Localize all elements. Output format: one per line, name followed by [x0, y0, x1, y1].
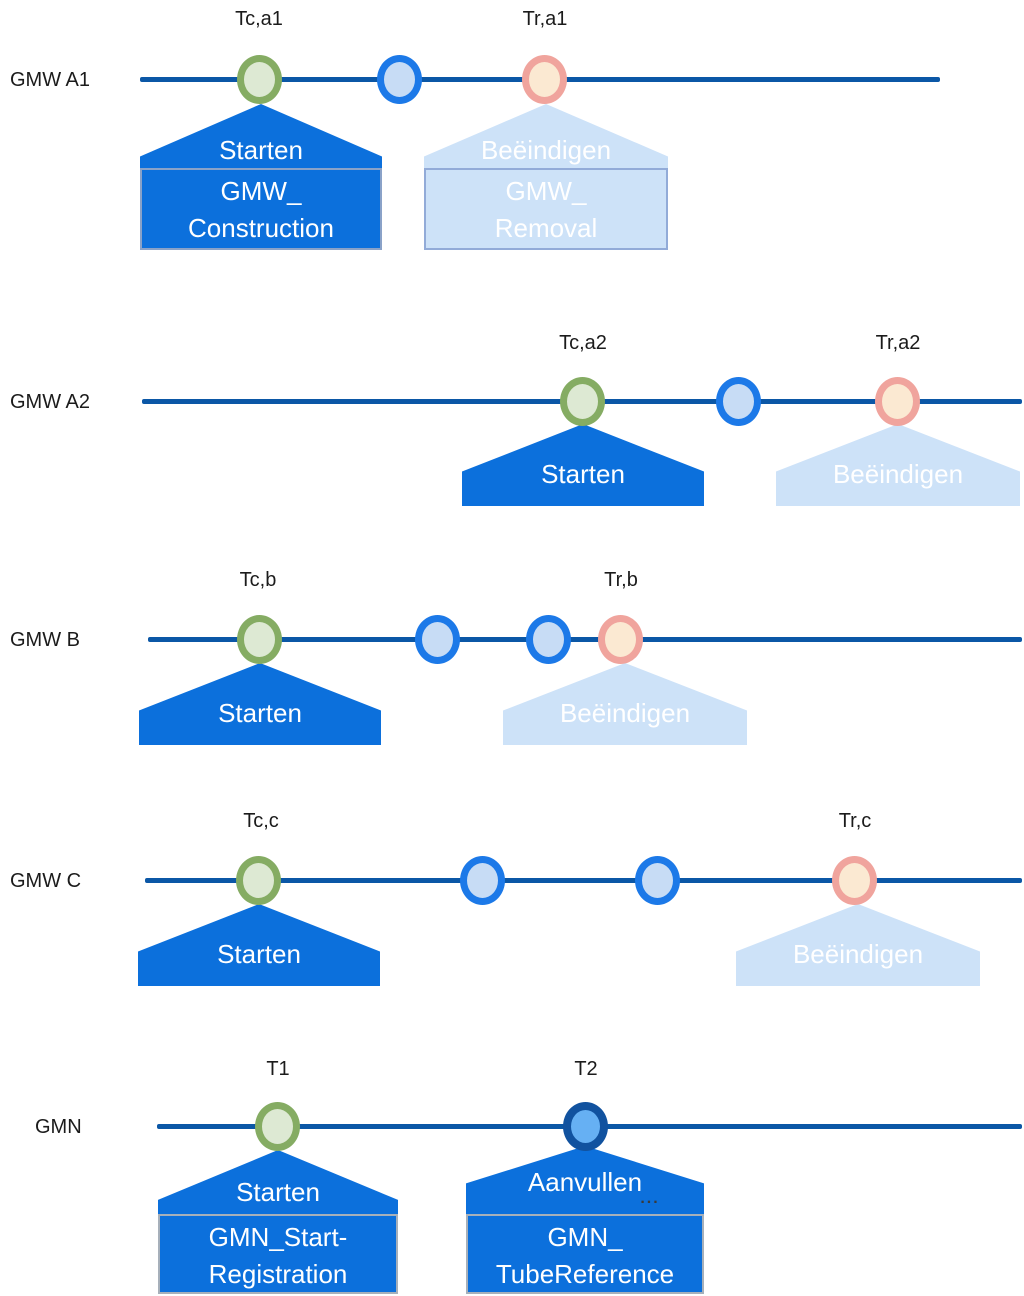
box-gmn-start-registration: GMN_Start- Registration	[158, 1214, 398, 1294]
marker-label-tc-a1: Tc,a1	[235, 8, 283, 30]
event-circle-removal-gmw-b	[598, 615, 643, 664]
event-circle-intermediate-gmw-a2	[716, 377, 761, 426]
flag-starten-gmw-a2: Starten	[462, 424, 704, 506]
event-circle-intermediate-2-gmw-b	[526, 615, 571, 664]
row-label-gmw-c: GMW C	[10, 870, 82, 892]
flag-title: Starten	[236, 1177, 320, 1207]
flag-starten-gmw-b: Starten	[139, 663, 381, 745]
event-circle-intermediate-2-gmw-c	[635, 856, 680, 905]
box-line: GMN_	[547, 1222, 623, 1252]
box-gmw-construction: GMW_ Construction	[140, 168, 382, 250]
event-circle-removal-gmw-a2	[875, 377, 920, 426]
event-circle-removal-gmw-a1	[522, 55, 567, 104]
flag-title: Starten	[218, 698, 302, 728]
event-circle-start-gmn	[255, 1102, 300, 1151]
flag-title: Beëindigen	[832, 459, 964, 489]
marker-label-tr-a2: Tr,a2	[875, 332, 921, 354]
row-label-gmw-a1: GMW A1	[10, 69, 91, 91]
row-label-gmw-b: GMW B	[10, 629, 80, 651]
marker-label-tr-b: Tr,b	[604, 569, 638, 591]
event-circle-removal-gmw-c	[832, 856, 877, 905]
flag-starten-gmw-c: Starten	[138, 904, 380, 986]
marker-label-tc-b: Tc,b	[239, 569, 277, 591]
marker-label-t2: T2	[574, 1058, 598, 1080]
box-line: GMN_Start-	[208, 1222, 348, 1252]
flag-starten-gmw-a1: Starten	[140, 104, 382, 168]
timeline-gmw-c	[145, 878, 1022, 883]
marker-label-tc-c: Tc,c	[243, 810, 279, 832]
flag-beeindigen-gmw-b: Beëindigen	[503, 663, 747, 745]
box-line: Removal	[494, 213, 598, 243]
box-line: Registration	[208, 1259, 348, 1289]
event-circle-construction-gmw-a2	[560, 377, 605, 426]
box-gmn-tubereference: GMN_ TubeReference	[466, 1214, 704, 1294]
flag-title: Beëindigen	[792, 939, 924, 969]
box-line: Construction	[188, 213, 334, 243]
row-label-gmw-a2: GMW A2	[10, 391, 91, 413]
box-line: GMW_	[220, 176, 302, 206]
event-circle-construction-gmw-c	[236, 856, 281, 905]
event-circle-aanvullen-gmn	[563, 1102, 608, 1151]
ellipsis-label: ...	[640, 1190, 660, 1207]
flag-beeindigen-gmw-a1: Beëindigen	[424, 104, 668, 168]
timeline-gmw-b	[148, 637, 1022, 642]
flag-title: Starten	[217, 939, 301, 969]
event-circle-intermediate-1-gmw-b	[415, 615, 460, 664]
flag-title: Starten	[541, 459, 625, 489]
marker-label-t1: T1	[266, 1058, 290, 1080]
event-circle-construction-gmw-a1	[237, 55, 282, 104]
event-circle-intermediate-1-gmw-c	[460, 856, 505, 905]
flag-beeindigen-gmw-a2: Beëindigen	[776, 424, 1020, 506]
box-line: GMW_	[505, 176, 587, 206]
marker-label-tr-a1: Tr,a1	[522, 8, 568, 30]
marker-label-tc-a2: Tc,a2	[559, 332, 607, 354]
flag-title: Beëindigen	[480, 135, 612, 165]
box-line: TubeReference	[495, 1259, 675, 1289]
event-circle-intermediate-gmw-a1	[377, 55, 422, 104]
flag-title: Starten	[219, 135, 303, 165]
flag-title: Beëindigen	[559, 698, 691, 728]
marker-label-tr-c: Tr,c	[838, 810, 872, 832]
flag-starten-gmn: Starten	[158, 1150, 398, 1214]
box-gmw-removal: GMW_ Removal	[424, 168, 668, 250]
flag-title: Aanvullen	[527, 1167, 643, 1197]
event-circle-construction-gmw-b	[237, 615, 282, 664]
flag-beeindigen-gmw-c: Beëindigen	[736, 904, 980, 986]
row-label-gmn: GMN	[35, 1116, 82, 1138]
